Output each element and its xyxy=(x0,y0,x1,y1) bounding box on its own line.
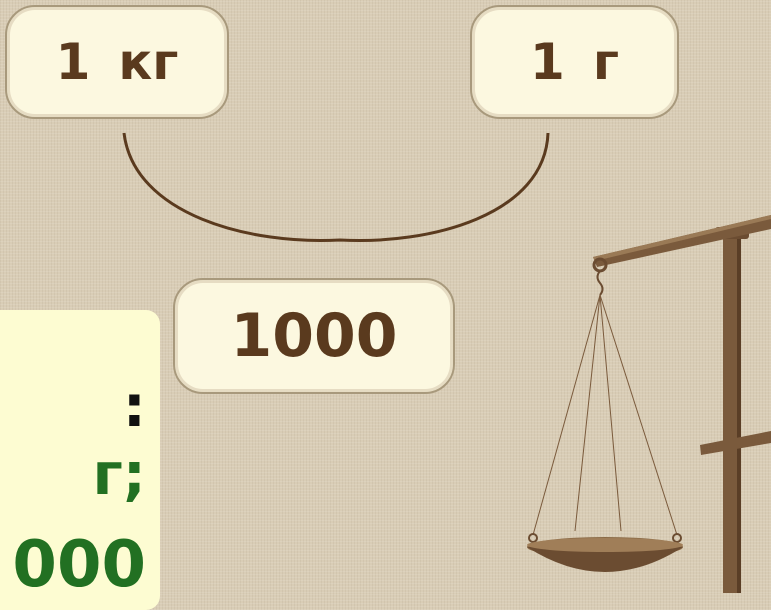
gram-value: 1 xyxy=(530,33,565,91)
note-panel: : г; 000 xyxy=(0,310,160,610)
balance-scale-icon xyxy=(527,215,771,593)
note-line: : xyxy=(122,372,146,440)
note-line: 000 xyxy=(12,528,146,602)
gram-unit: г xyxy=(592,33,619,91)
conversion-factor-value: 1000 xyxy=(230,301,398,371)
conversion-arc xyxy=(122,132,550,243)
kilogram-value: 1 xyxy=(55,33,91,91)
kilogram-label: 1 кг xyxy=(5,5,229,119)
gram-label: 1 г xyxy=(470,5,679,119)
conversion-factor: 1000 xyxy=(173,278,455,394)
kilogram-unit: кг xyxy=(118,33,179,91)
note-line: г; xyxy=(92,440,147,508)
